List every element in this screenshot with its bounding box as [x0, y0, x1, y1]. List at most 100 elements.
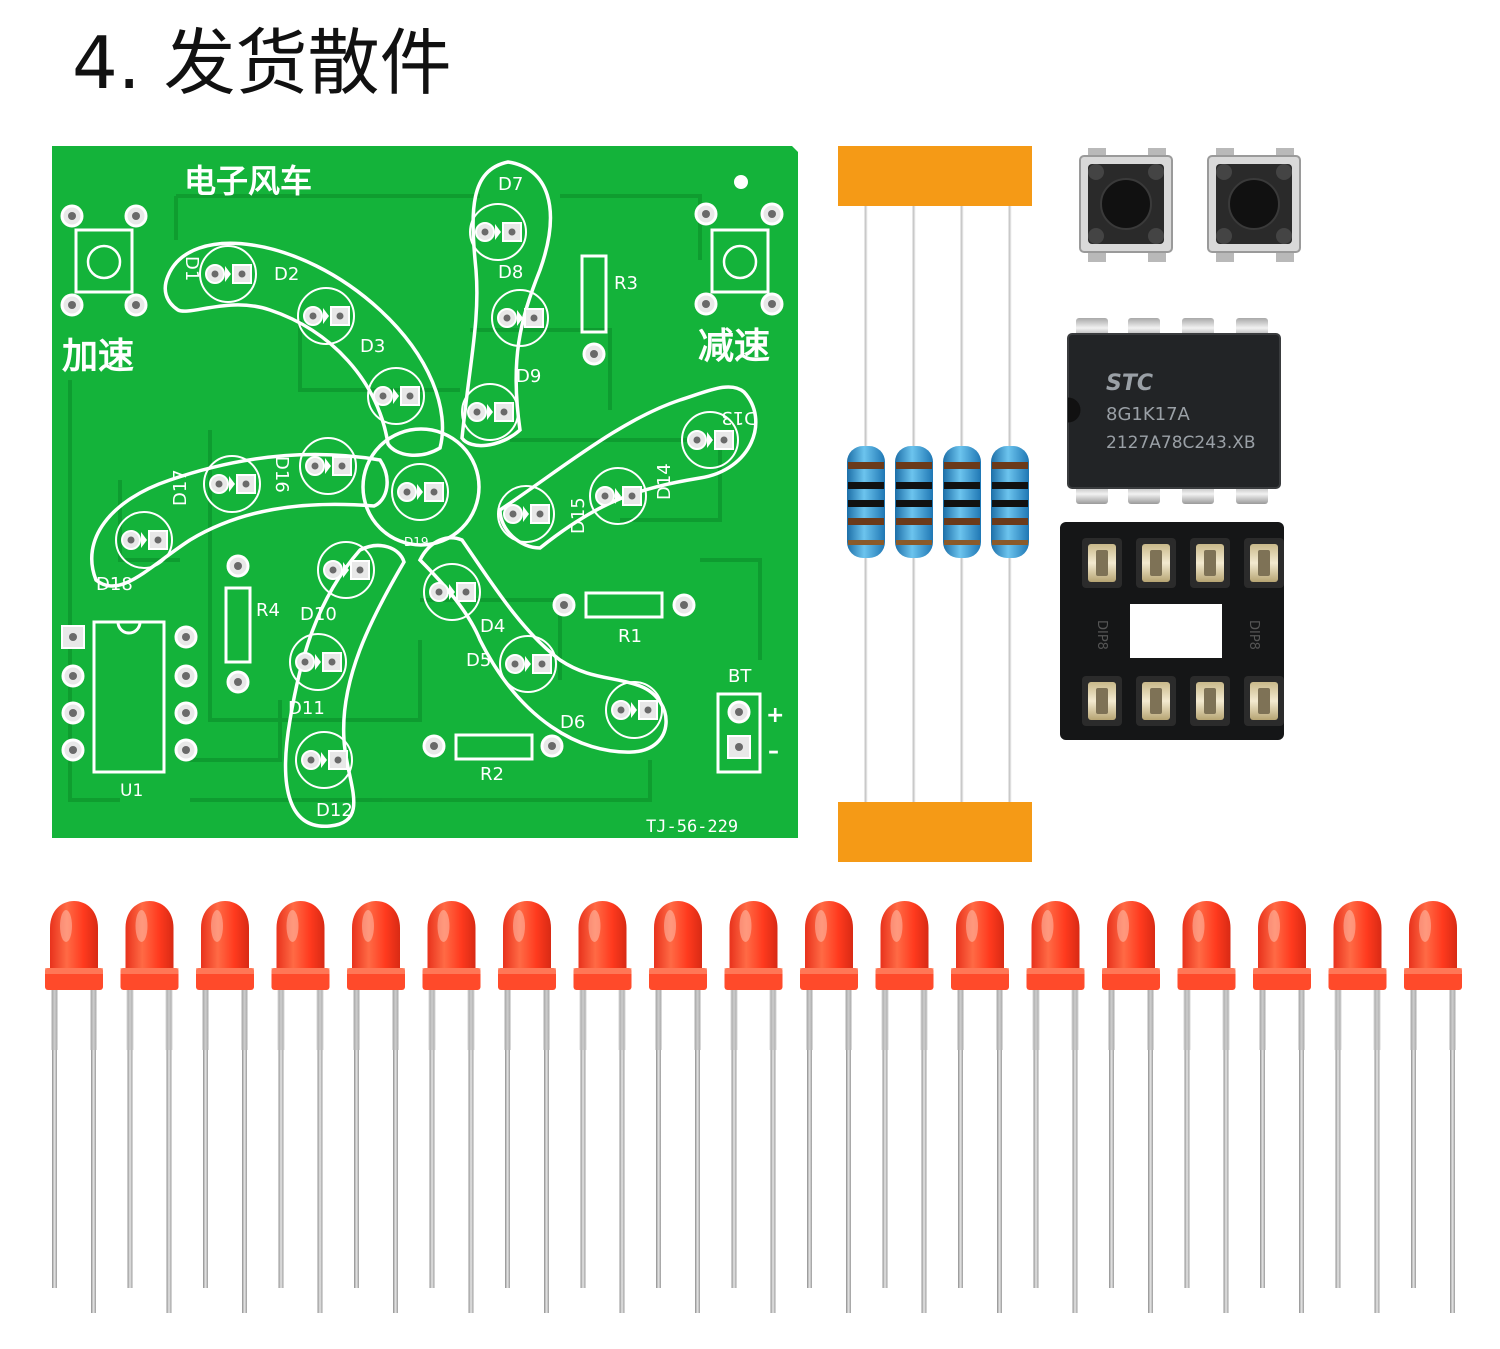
led [1177, 901, 1236, 1313]
led-footprint [499, 635, 557, 693]
speed-up-label: 加速 [62, 336, 134, 377]
board-model-code: TJ-56-229 [646, 817, 738, 837]
tact-switches [1079, 148, 1301, 262]
socket-mark-left: DIP8 [1094, 620, 1109, 650]
socket-contact [1244, 676, 1284, 726]
led [498, 901, 556, 1313]
tape-top [838, 146, 1032, 206]
socket-contact [1244, 538, 1284, 588]
led-footprint [115, 511, 173, 569]
label-d12: D12 [316, 800, 353, 821]
led [1328, 901, 1387, 1313]
led-footprint [289, 633, 347, 691]
ic-socket: DIP8 DIP8 [1060, 522, 1284, 740]
led [45, 901, 103, 1313]
tape-bottom [838, 802, 1032, 862]
label-d10: D10 [300, 604, 337, 625]
led-footprint [469, 203, 527, 261]
led-footprints [115, 203, 739, 789]
led-footprint [295, 731, 353, 789]
led [120, 901, 179, 1313]
label-d2: D2 [274, 264, 299, 285]
battery-label: BT [728, 666, 752, 687]
led-footprint [199, 245, 257, 303]
resistor [943, 206, 981, 802]
battery-minus-label: – [768, 739, 779, 764]
socket-contact [1190, 676, 1230, 726]
label-d16: D16 [271, 456, 292, 493]
label-d13: D13 [721, 407, 758, 428]
led [347, 901, 405, 1313]
resistor [847, 206, 885, 802]
label-d4: D4 [480, 616, 505, 637]
led-footprint [299, 437, 357, 495]
slow-down-label: 减速 [698, 326, 770, 367]
label-d11: D11 [288, 698, 325, 719]
socket-contact [1082, 676, 1122, 726]
label-d3: D3 [360, 336, 385, 357]
led [649, 901, 707, 1313]
resistor [895, 206, 933, 802]
label-d7: D7 [498, 174, 523, 195]
label-d15: D15 [568, 497, 589, 534]
led-footprint [681, 411, 739, 469]
label-u1: U1 [120, 781, 143, 801]
chip-brand: STC [1106, 371, 1153, 396]
socket-contact [1082, 538, 1122, 588]
led-footprint [423, 563, 481, 621]
led-footprint [391, 463, 449, 521]
label-d6: D6 [560, 712, 585, 733]
chip-model: 8G1K17A [1106, 404, 1191, 425]
led [800, 901, 858, 1313]
led-footprint [297, 287, 355, 345]
led-footprint [317, 541, 375, 599]
label-r1: R1 [618, 626, 642, 647]
led-footprint [491, 289, 549, 347]
label-d1: D1 [181, 256, 202, 281]
led-footprint [461, 383, 519, 441]
label-d19: D19 [404, 535, 429, 549]
led [875, 901, 934, 1313]
led-footprint [589, 467, 647, 525]
label-d9: D9 [516, 366, 541, 387]
led-row [45, 901, 1462, 1313]
label-d14: D14 [654, 463, 675, 500]
led-footprint [203, 455, 261, 513]
pcb-board: 电子风车 加速 减速 TJ-56-229 BT + – D7 D8 D9 D2 … [52, 146, 798, 838]
battery-plus-label: + [766, 703, 784, 728]
led-footprint [367, 367, 425, 425]
socket-mark-right: DIP8 [1246, 620, 1261, 650]
label-d8: D8 [498, 262, 523, 283]
led [196, 901, 254, 1313]
switch-footprint-left [60, 204, 148, 317]
resistor-tape [838, 146, 1032, 862]
led-footprint [497, 485, 555, 543]
led [271, 901, 330, 1313]
socket-contact [1136, 538, 1176, 588]
switch-footprint-right [694, 202, 784, 316]
socket-contact [1136, 676, 1176, 726]
led [1026, 901, 1085, 1313]
ic-footprint-u1 [61, 620, 198, 774]
led [1404, 901, 1462, 1313]
chip-lot: 2127A78C243.XB [1106, 433, 1256, 453]
label-r2: R2 [480, 764, 504, 785]
led [573, 901, 632, 1313]
led [1253, 901, 1311, 1313]
label-r4: R4 [256, 600, 280, 621]
label-r3: R3 [614, 273, 638, 294]
ic-chip: STC 8G1K17A 2127A78C243.XB [1067, 318, 1281, 504]
label-d5: D5 [466, 650, 491, 671]
led-footprint [605, 681, 663, 739]
resistor-footprints [224, 254, 696, 761]
label-d17: D17 [170, 469, 191, 506]
led [724, 901, 783, 1313]
pcb-title: 电子风车 [184, 162, 312, 200]
label-d18: D18 [96, 574, 133, 595]
resistor [991, 206, 1029, 802]
socket-contact [1190, 538, 1230, 588]
led [422, 901, 481, 1313]
tact-switch [1207, 148, 1301, 262]
led [1102, 901, 1160, 1313]
